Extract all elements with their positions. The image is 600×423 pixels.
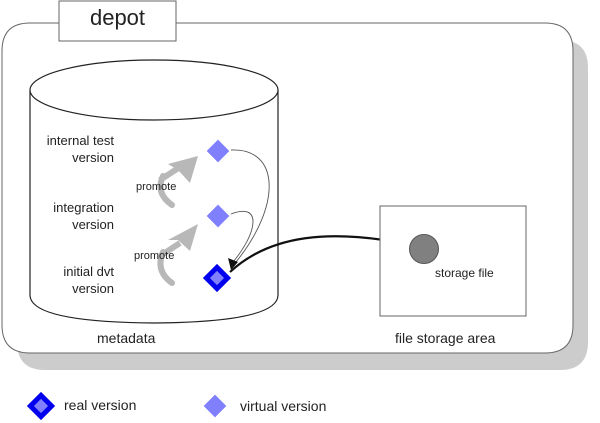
version-label-line2: version	[72, 281, 114, 296]
reference-link-integration	[230, 210, 254, 263]
file-storage-area-label: file storage area	[395, 330, 496, 346]
legend-real-version-icon	[26, 391, 56, 421]
promote-label-lower: promote	[134, 250, 175, 262]
legend-virtual-version-label: virtual version	[240, 398, 327, 414]
depot-title: depot	[89, 5, 146, 30]
promote-arrow-lower	[157, 224, 198, 286]
version-label-integration: integration version	[30, 199, 114, 233]
version-label-line2: version	[72, 217, 114, 232]
legend-real-version-label: real version	[64, 397, 137, 413]
reference-arrowhead	[228, 258, 238, 270]
legend-virtual-version-icon	[203, 394, 227, 418]
version-label-line1: internal test	[46, 133, 114, 148]
promote-arrow-upper	[157, 156, 198, 208]
metadata-label: metadata	[97, 330, 156, 346]
depot-title-box	[58, 0, 177, 42]
version-label-line1: initial dvt	[63, 264, 114, 279]
version-label-line1: integration	[53, 200, 114, 215]
storage-file-label: storage file	[435, 266, 494, 280]
reference-link-internal-test	[230, 149, 270, 263]
version-label-internal-test: internal test version	[30, 132, 114, 166]
version-label-initial-dvt: initial dvt version	[30, 263, 114, 297]
storage-file-icon[interactable]	[409, 234, 439, 264]
version-label-line2: version	[72, 150, 114, 165]
file-storage-area-box	[379, 205, 527, 317]
promote-label-upper: promote	[136, 181, 177, 193]
